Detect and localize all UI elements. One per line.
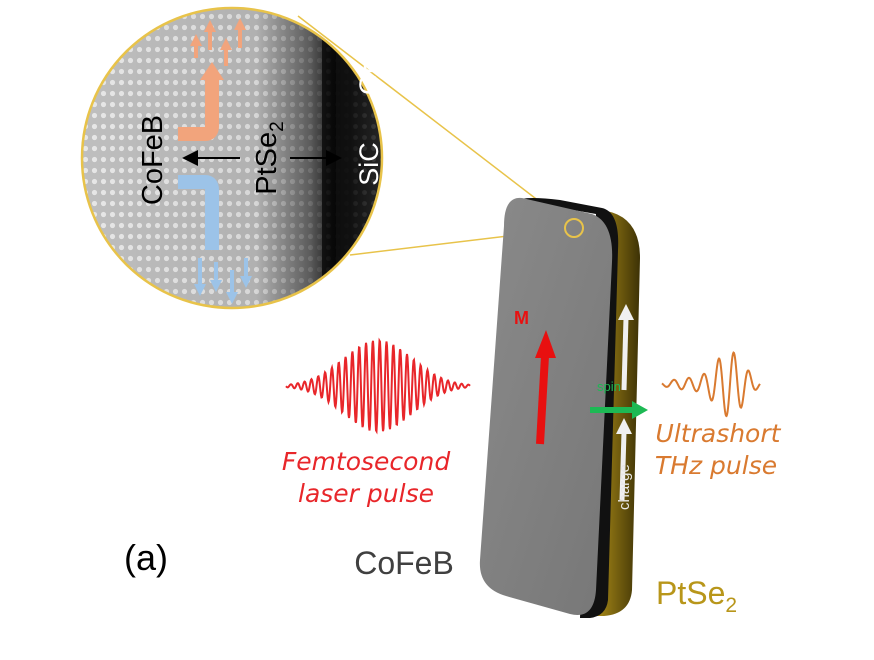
spin-down-arrows (178, 175, 252, 304)
laser-label-line1: Femtosecond (282, 447, 451, 476)
thz-label-line2: THz pulse (655, 451, 777, 480)
device-label-cofeb: CoFeB (354, 545, 454, 581)
edge-up-arrow-top (621, 317, 629, 391)
panel-label: (a) (124, 537, 168, 578)
spin-up-arrows (178, 18, 246, 141)
inset-label-sic: SiC (354, 142, 384, 186)
inset-zoom-circle: CoFeB PtSe2 Gr SiC (80, 6, 384, 310)
spin-arrowhead (632, 401, 648, 419)
laser-label-line2: laser pulse (298, 479, 434, 508)
device-label-ptse2: PtSe2 (656, 575, 737, 617)
laser-pulse-wave (285, 337, 471, 435)
thz-label-line1: Ultrashort (656, 419, 782, 448)
device-slab: M spin charge (479, 197, 648, 618)
magnetization-label: M (514, 308, 529, 328)
magnetization-arrow (536, 355, 549, 445)
zoom-connector-top (297, 15, 575, 229)
thz-pulse-wave (661, 351, 761, 418)
magnetization-arrowhead (535, 330, 556, 358)
charge-label: charge (616, 464, 633, 510)
inset-label-gr: Gr (354, 65, 384, 95)
inset-label-cofeb: CoFeB (137, 115, 169, 205)
spin-label: spin (597, 379, 621, 394)
zoom-spot (564, 218, 584, 238)
inset-label-ptse2: PtSe2 (251, 121, 288, 194)
charge-arrow (619, 431, 627, 501)
